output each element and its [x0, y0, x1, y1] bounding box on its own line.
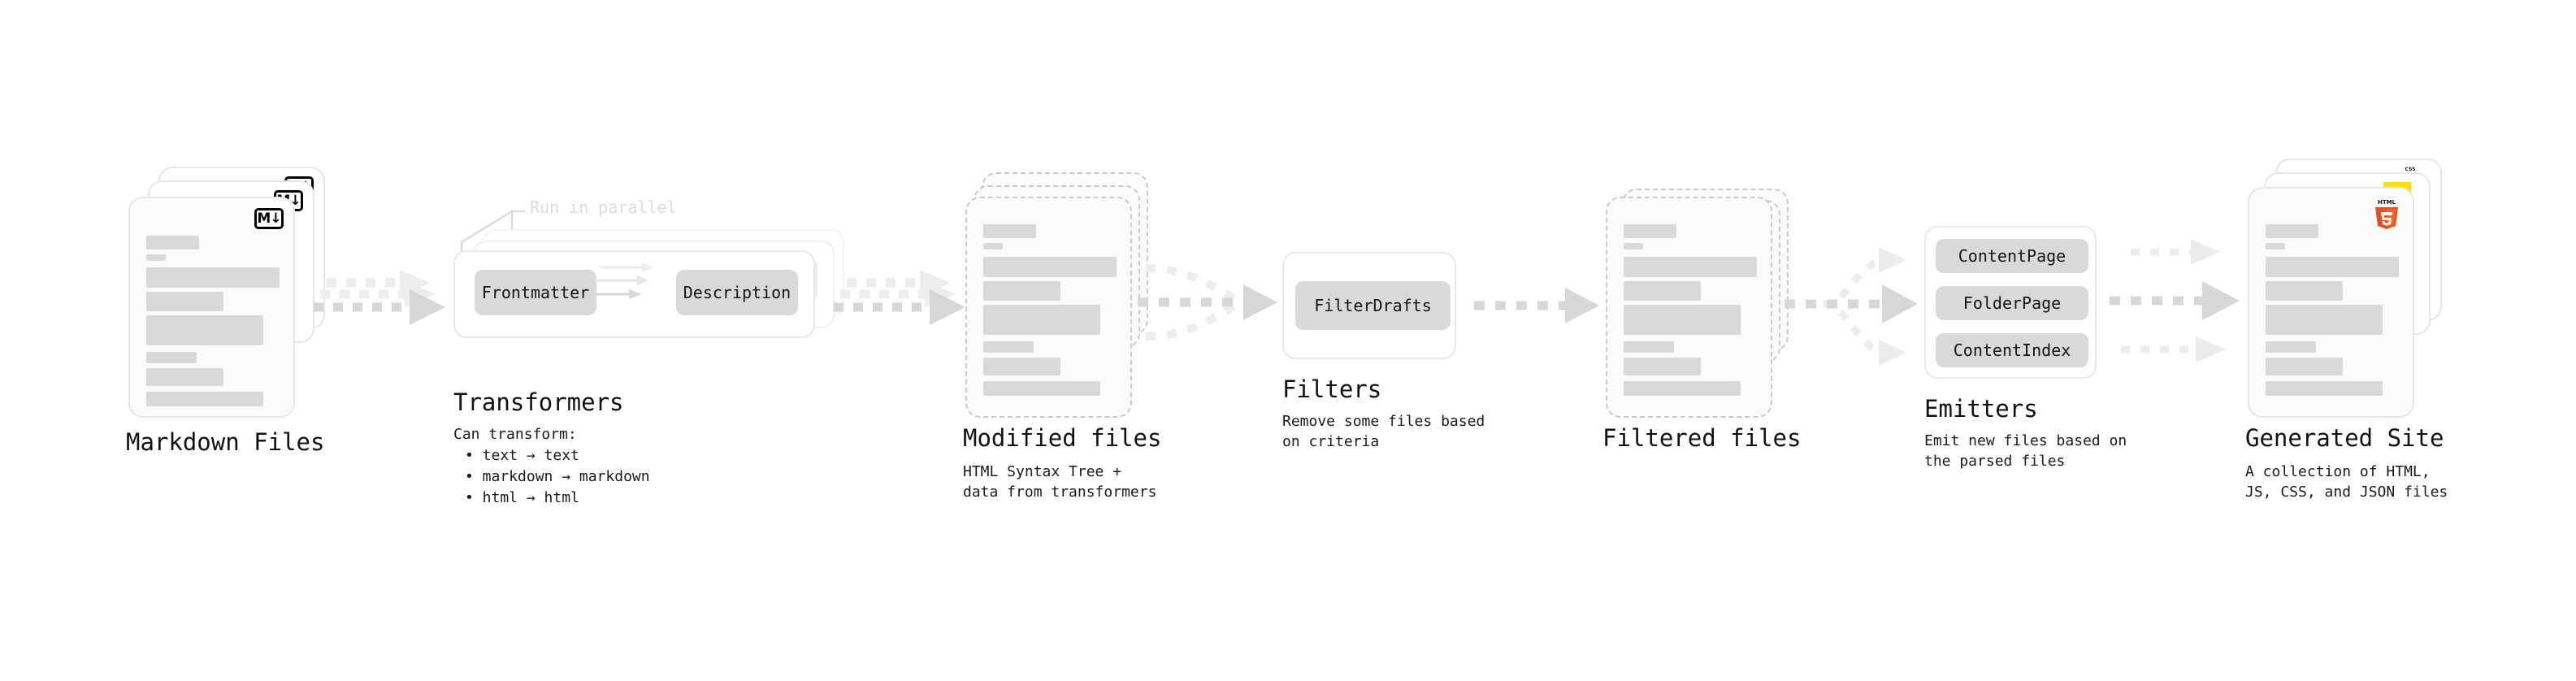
skeleton-row [1624, 358, 1701, 375]
skeleton-row [146, 392, 263, 406]
transformer-chip-frontmatter[interactable]: Frontmatter [475, 270, 596, 315]
skeleton-row [2266, 257, 2399, 277]
filtered-card-front [1606, 197, 1772, 418]
svg-text:HTML: HTML [2378, 199, 2396, 206]
skeleton-row [983, 281, 1060, 301]
skeleton-row [2266, 281, 2343, 301]
skeleton-row [146, 368, 223, 386]
skeleton-title [146, 236, 199, 249]
connector-transformers-to-modified [829, 268, 975, 349]
skeleton-row [1624, 341, 1674, 353]
connector-md-to-transformers [309, 268, 455, 349]
skeleton-row [2266, 358, 2343, 375]
skeleton-row [1624, 305, 1741, 335]
emitter-chip-contentpage[interactable]: ContentPage [1936, 239, 2088, 273]
skeleton-row [146, 292, 223, 311]
modified-files-title: Modified files [963, 424, 1162, 452]
skeleton-row [983, 257, 1117, 277]
connector-filters-to-filtered [1472, 286, 1619, 343]
skeleton-row [146, 315, 263, 345]
transformers-bullet-1: • markdown → markdown [465, 468, 650, 485]
skeleton-row [2266, 341, 2316, 353]
filters-panel: FilterDrafts [1282, 252, 1456, 359]
skeleton-row [1624, 257, 1757, 277]
skeleton-row [983, 381, 1100, 396]
skeleton-sub [1624, 243, 1643, 249]
skeleton-row [2266, 381, 2383, 396]
skeleton-sub [2266, 243, 2285, 249]
transformers-panel: Frontmatter Description [453, 250, 815, 338]
css-badge-label: CSS [2405, 167, 2416, 172]
modified-files-subtitle: HTML Syntax Tree + data from transformer… [963, 463, 1157, 501]
skeleton-row [983, 341, 1034, 353]
skeleton-row [2266, 305, 2383, 335]
filtered-files-title: Filtered files [1602, 424, 1802, 452]
skeleton-row [146, 352, 197, 363]
modified-card-front [965, 197, 1132, 418]
filter-chip-filterdrafts[interactable]: FilterDrafts [1295, 281, 1451, 330]
run-in-parallel-label: Run in parallel [530, 197, 677, 217]
skeleton-title [1624, 224, 1676, 238]
transformer-chip-description[interactable]: Description [676, 270, 798, 315]
skeleton-title [2266, 224, 2318, 238]
html5-badge: HTML [2372, 197, 2401, 231]
skeleton-row [1624, 281, 1701, 301]
transformers-bullet-0: • text → text [465, 447, 579, 464]
filters-title: Filters [1282, 375, 1382, 403]
connector-frontmatter-to-description [587, 260, 689, 325]
emitters-title: Emitters [1924, 395, 2038, 423]
emitter-chip-contentindex[interactable]: ContentIndex [1936, 333, 2088, 367]
connector-emitters-to-site [2106, 226, 2277, 380]
generated-site-title: Generated Site [2245, 424, 2444, 452]
emitter-chip-folderpage[interactable]: FolderPage [1936, 286, 2088, 320]
skeleton-row [983, 305, 1100, 335]
skeleton-sub [146, 254, 166, 261]
skeleton-row [983, 358, 1060, 375]
skeleton-row [146, 267, 280, 288]
filters-subtitle: Remove some files based on criteria [1282, 413, 1485, 450]
connector-filtered-to-emitters [1778, 237, 1941, 392]
connector-modified-to-filters [1138, 252, 1300, 349]
transformers-subtitle: Can transform: [453, 426, 577, 443]
markdown-files-title: Markdown Files [126, 428, 325, 456]
emitters-panel: ContentPage FolderPage ContentIndex [1924, 226, 2097, 379]
skeleton-sub [983, 243, 1003, 249]
generated-site-subtitle: A collection of HTML, JS, CSS, and JSON … [2245, 463, 2448, 501]
site-card-front: HTML [2248, 187, 2414, 418]
transformers-title: Transformers [453, 388, 624, 416]
transformers-bullet-2: • html → html [465, 489, 579, 506]
emitters-subtitle: Emit new files based on the parsed files [1924, 432, 2127, 470]
markdown-card-front: M↓ [128, 197, 295, 418]
skeleton-title [983, 224, 1036, 238]
markdown-badge: M↓ [254, 208, 284, 229]
skeleton-row [1624, 381, 1741, 396]
